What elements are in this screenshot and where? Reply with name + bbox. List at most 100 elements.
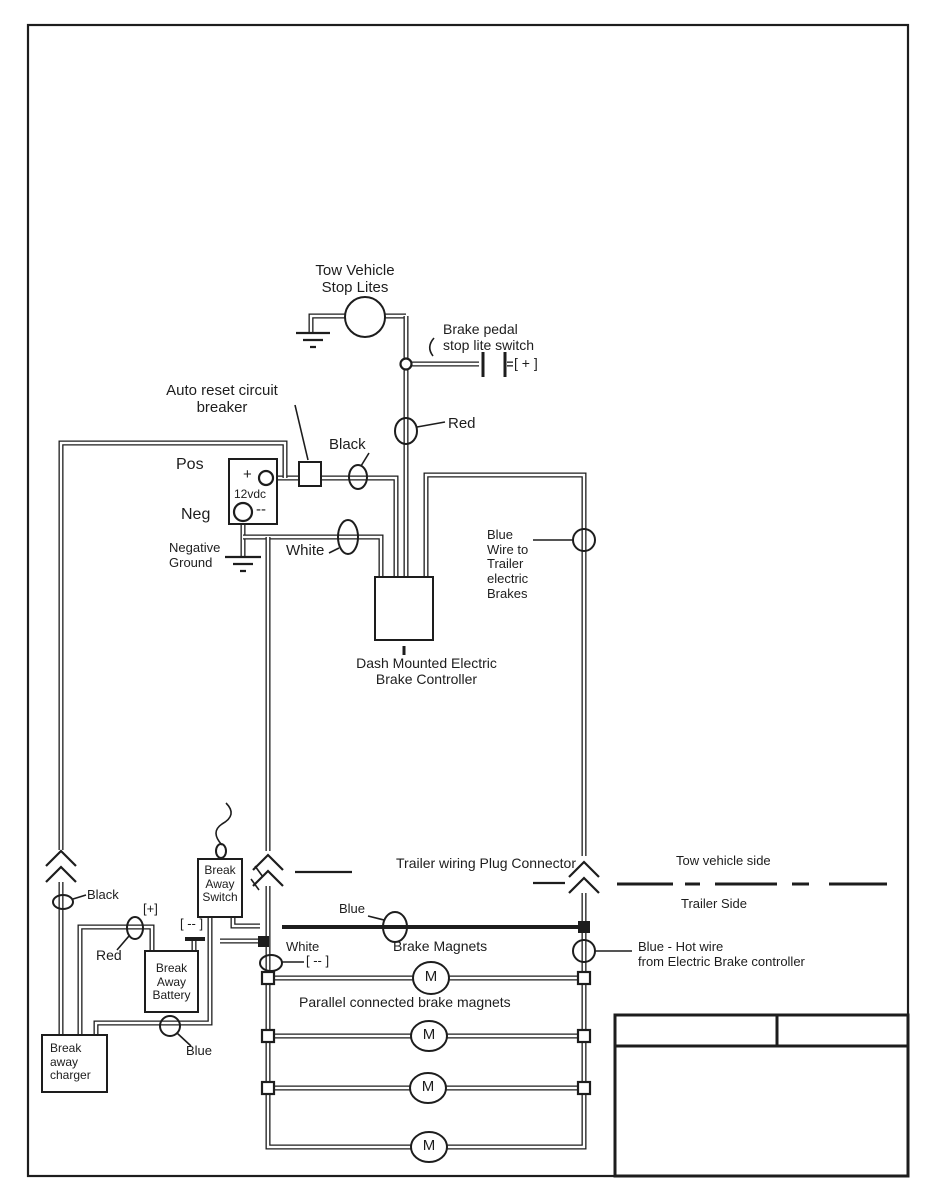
red-left-label: Red xyxy=(96,947,122,963)
brake-magnets-label: Brake Magnets xyxy=(393,938,488,954)
brake-magnet-3 xyxy=(409,1072,447,1104)
ground-symbol-battery xyxy=(225,555,261,573)
junction-blue-rail xyxy=(578,921,590,933)
breakaway-lanyard xyxy=(215,802,232,846)
pos-label: Pos xyxy=(176,456,204,473)
white-mid-bracket-label: [ -- ] xyxy=(306,953,330,968)
white-top-label: White xyxy=(286,542,325,559)
plus-small-label: [+] xyxy=(143,901,158,916)
title-block-dividers xyxy=(615,1015,908,1048)
stop-light-lamp xyxy=(344,296,386,338)
switch-right-stub-core xyxy=(231,917,260,928)
rung1-right-junction xyxy=(576,970,592,986)
black-wire-marker xyxy=(348,464,368,490)
breakaway-battery-box xyxy=(144,950,199,1013)
white-top-leader xyxy=(328,547,340,554)
auto-reset-label: Auto reset circuit breaker xyxy=(166,382,278,416)
red-left-leader xyxy=(116,935,130,951)
black-top-label: Black xyxy=(329,436,366,453)
motor-label-4: M xyxy=(422,1137,436,1154)
blue-left-label: Blue xyxy=(186,1043,213,1058)
breakaway-battery-pos-wire-core xyxy=(78,925,154,1035)
black-top-leader xyxy=(360,452,370,467)
rung1-left-junction xyxy=(260,970,276,986)
switch-right-stub xyxy=(230,917,260,929)
trailer-plug-label: Trailer wiring Plug Connector xyxy=(396,855,576,871)
white-wire-core xyxy=(243,535,383,577)
black-left-label: Black xyxy=(87,887,119,902)
red-top-label: Red xyxy=(448,415,476,432)
minus-small-label: [ -- ] xyxy=(180,916,204,931)
blue-wire-upper-core xyxy=(424,473,586,856)
tow-side-label: Tow vehicle side xyxy=(676,853,771,868)
trailer-side-label: Trailer Side xyxy=(681,896,747,911)
breakaway-pull-marks xyxy=(250,865,264,891)
rung2-right-junction xyxy=(576,1028,592,1044)
plug-chevron-middle xyxy=(252,853,284,887)
white-wire-marker xyxy=(337,519,359,555)
battery-voltage-label: 12vdc xyxy=(234,487,267,501)
motor-label-2: M xyxy=(422,1026,436,1043)
rung2-left-junction xyxy=(260,1028,276,1044)
brake-magnet-2 xyxy=(410,1020,448,1052)
battery-neg-terminal xyxy=(232,501,254,523)
battery-plus-sign: + xyxy=(243,466,252,483)
blue-mid-marker xyxy=(382,911,408,943)
breakaway-lanyard-ring xyxy=(215,843,227,859)
black-wire xyxy=(319,475,399,577)
battery-minus-sign: -- xyxy=(256,501,266,518)
battery-pos-terminal xyxy=(257,469,275,487)
brake-magnet-1 xyxy=(412,961,450,995)
black-left-leader xyxy=(72,894,87,900)
brake-magnet-4 xyxy=(410,1131,448,1163)
controller-label: Dash Mounted Electric Brake Controller xyxy=(356,655,497,687)
white-mid-label: White xyxy=(286,939,320,954)
title-block xyxy=(613,1013,910,1178)
black-wire-core xyxy=(319,476,398,577)
breakaway-charger-box xyxy=(41,1034,108,1093)
motor-label-3: M xyxy=(421,1078,435,1095)
red-wire-marker xyxy=(394,417,418,445)
stoplight-ground-wire xyxy=(308,313,345,333)
switch-to-charger-wire-core xyxy=(94,917,212,1035)
red-top-leader xyxy=(416,421,446,428)
pedal-label-paren xyxy=(428,337,435,357)
red-left-marker xyxy=(126,916,144,940)
rung3-left-junction xyxy=(260,1080,276,1096)
brake-controller-box xyxy=(374,576,434,641)
blue-hot-label: Blue - Hot wire from Electric Brake cont… xyxy=(638,939,805,969)
breakaway-battery-label: Break Away Battery xyxy=(152,961,191,1003)
black-left-marker xyxy=(52,894,74,910)
stoplight-ground-wire-core xyxy=(309,314,345,333)
stop-lites-label: Tow Vehicle Stop Lites xyxy=(315,262,395,296)
plug-label-dashes xyxy=(295,870,565,885)
plus-bracket-label: [ + ] xyxy=(514,355,538,371)
page-border xyxy=(26,23,910,1178)
neg-label: Neg xyxy=(181,506,211,523)
motor-label-1: M xyxy=(424,968,438,985)
junction-dot xyxy=(399,357,413,371)
brake-pedal-label: Brake pedal stop lite switch xyxy=(443,321,535,353)
junction-white-rail xyxy=(258,936,269,947)
auto-reset-leader xyxy=(294,404,309,461)
parallel-note-label: Parallel connected brake magnets xyxy=(299,994,511,1010)
blue-mid-leader xyxy=(367,915,385,921)
blue-mid-label: Blue xyxy=(339,901,366,916)
blue-left-leader xyxy=(176,1032,192,1047)
rung3-right-junction xyxy=(576,1080,592,1096)
ground-symbol-stoplight xyxy=(296,331,330,349)
plug-chevron-left xyxy=(45,849,77,883)
plug-chevron-right xyxy=(568,860,600,894)
breakaway-switch-label: Break Away Switch xyxy=(202,863,238,905)
breakaway-switch-box xyxy=(197,858,243,918)
pos-loop-wire-core xyxy=(59,441,287,850)
white-mid-marker xyxy=(259,954,283,972)
pedal-switch-contacts xyxy=(481,352,507,377)
blue-left-marker xyxy=(159,1015,181,1037)
breakaway-battery-pos-wire xyxy=(77,924,155,1035)
negative-ground-label: Negative Ground xyxy=(169,540,221,570)
blue-wire-to-label: Blue Wire to Trailer electric Brakes xyxy=(487,527,529,601)
circuit-breaker-box xyxy=(298,461,322,487)
